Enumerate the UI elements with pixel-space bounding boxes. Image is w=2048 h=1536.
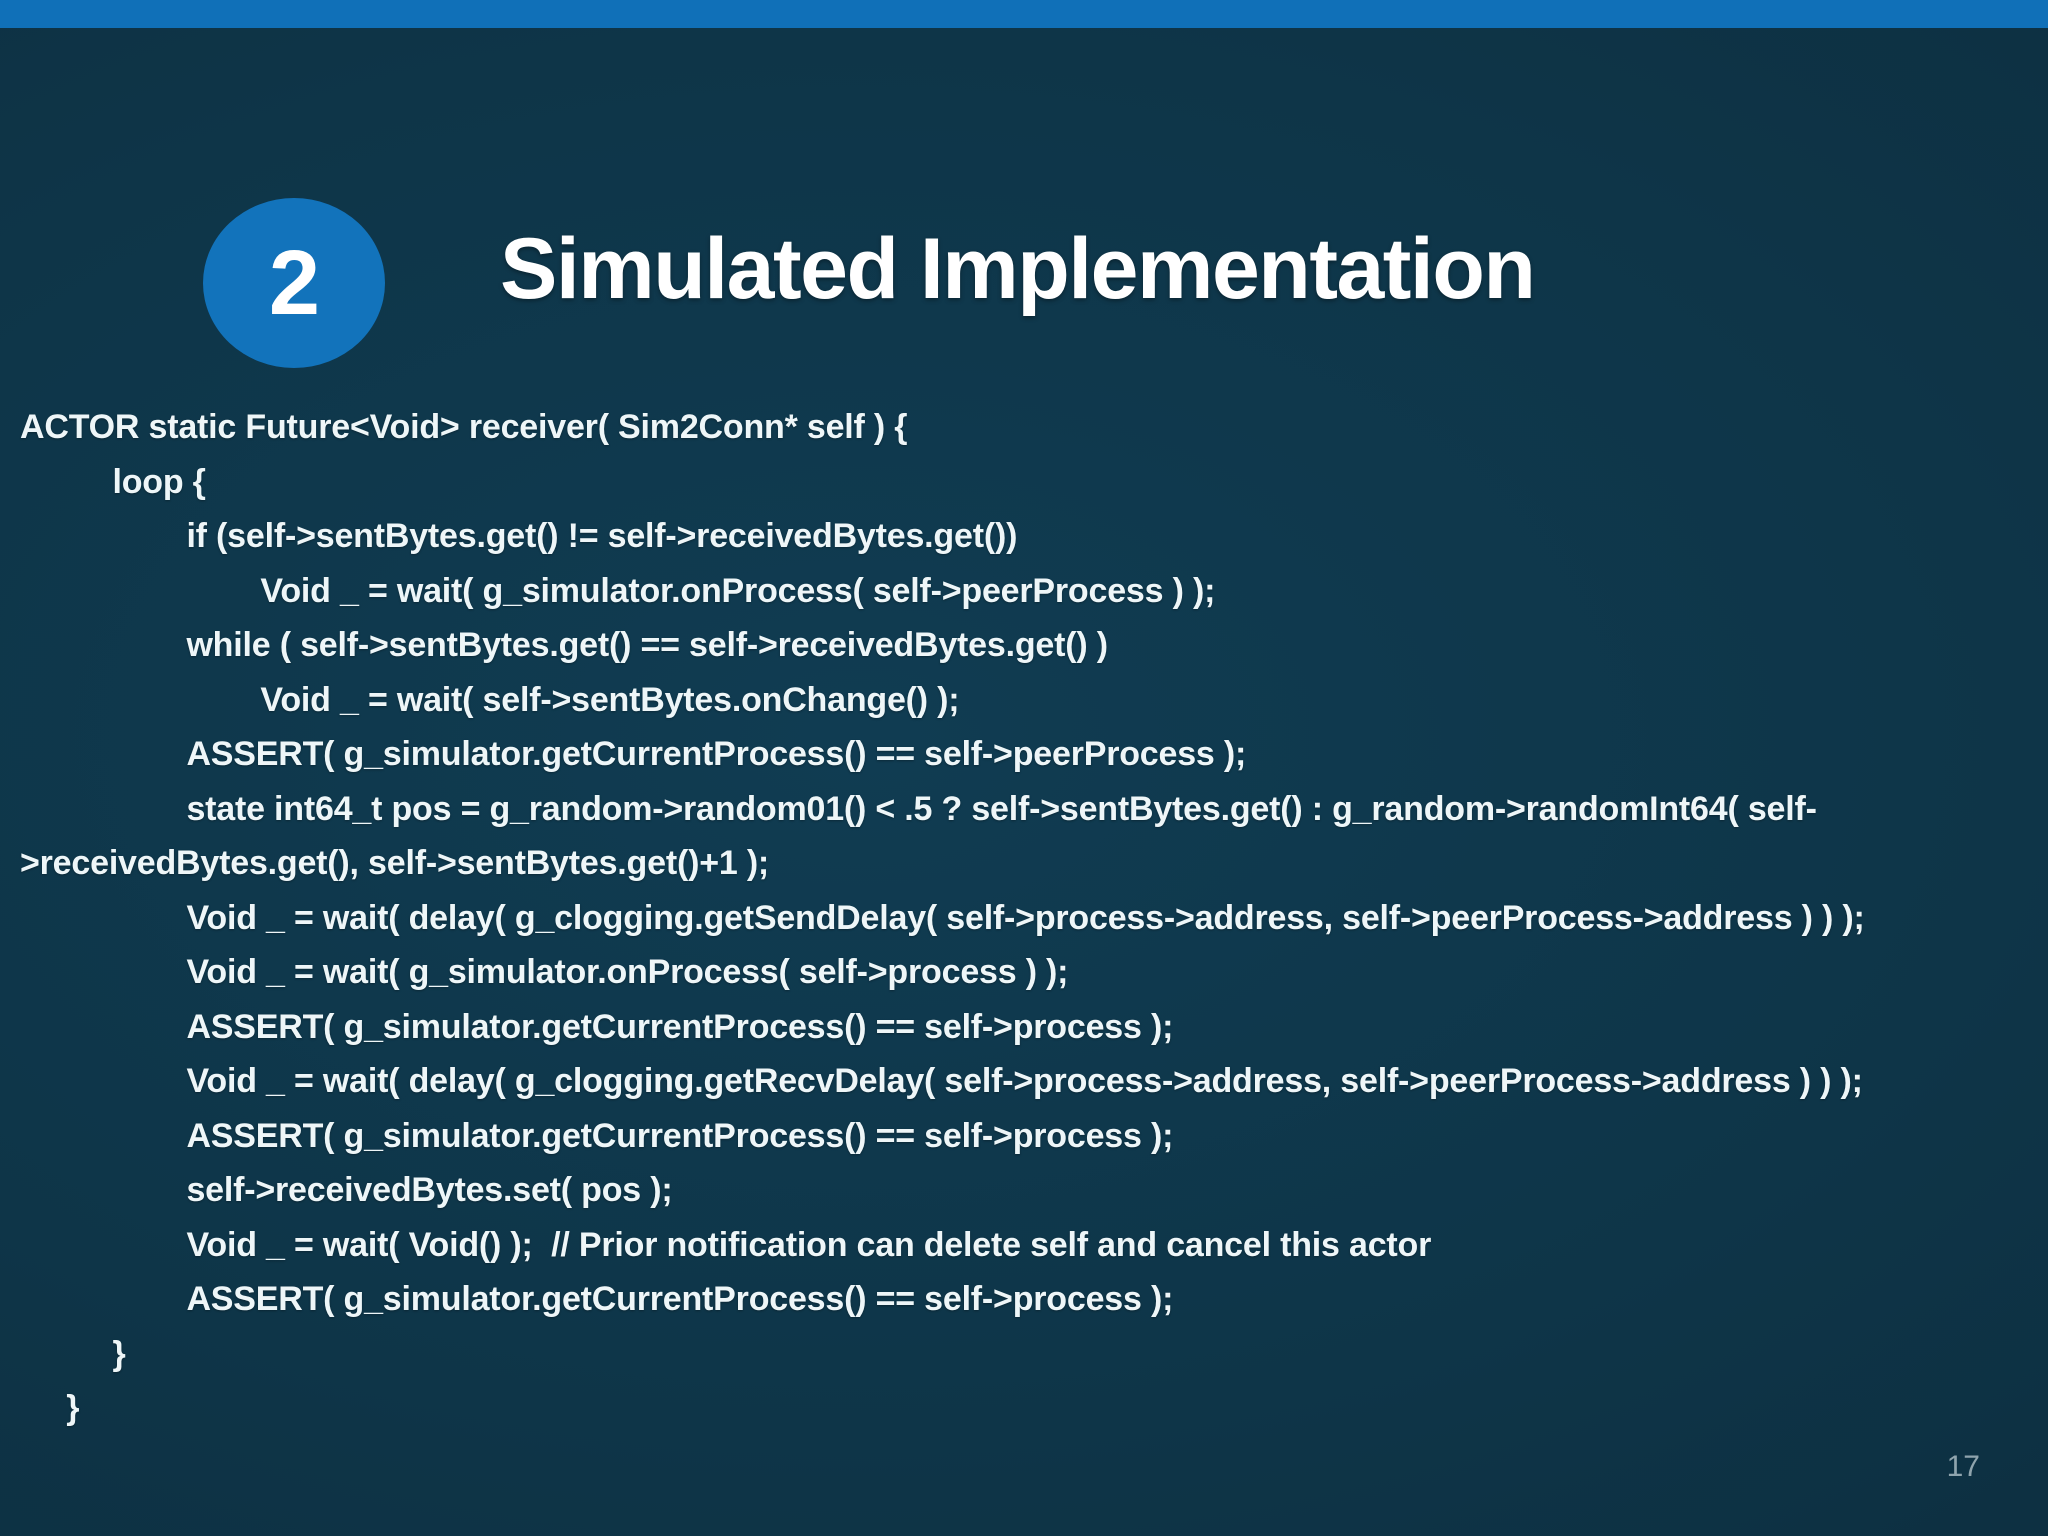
page-title: Simulated Implementation [500, 221, 1536, 317]
code-line: ACTOR static Future<Void> receiver( Sim2… [20, 408, 908, 446]
code-line: state int64_t pos = g_random->random01()… [20, 789, 1817, 883]
code-line: ASSERT( g_simulator.getCurrentProcess() … [20, 1280, 1174, 1318]
code-line: Void _ = wait( Void() ); // Prior notifi… [20, 1225, 1432, 1264]
step-number-badge: 2 [203, 198, 385, 368]
code-line: } [20, 1334, 126, 1373]
code-line: ASSERT( g_simulator.getCurrentProcess() … [20, 735, 1247, 773]
code-line: ASSERT( g_simulator.getCurrentProcess() … [20, 1116, 1174, 1155]
code-line: Void _ = wait( delay( g_clogging.getRecv… [20, 1062, 1863, 1100]
code-listing: ACTOR static Future<Void> receiver( Sim2… [20, 400, 2048, 1436]
page-number: 17 [1946, 1450, 1980, 1483]
step-number-label: 2 [268, 232, 320, 334]
top-accent-bar [0, 0, 2048, 28]
code-line: } [20, 1389, 80, 1427]
code-line: Void _ = wait( g_simulator.onProcess( se… [20, 571, 1216, 610]
code-line: Void _ = wait( delay( g_clogging.getSend… [20, 898, 1865, 937]
slide-header: 2 Simulated Implementation [0, 198, 2048, 368]
code-line: while ( self->sentBytes.get() == self->r… [20, 626, 1108, 664]
code-line: Void _ = wait( self->sentBytes.onChange(… [20, 680, 960, 719]
code-line: loop { [20, 462, 206, 501]
code-line: if (self->sentBytes.get() != self->recei… [20, 517, 1018, 555]
code-line: Void _ = wait( g_simulator.onProcess( se… [20, 953, 1069, 991]
code-line: ASSERT( g_simulator.getCurrentProcess() … [20, 1007, 1174, 1046]
code-line: self->receivedBytes.set( pos ); [20, 1171, 673, 1209]
